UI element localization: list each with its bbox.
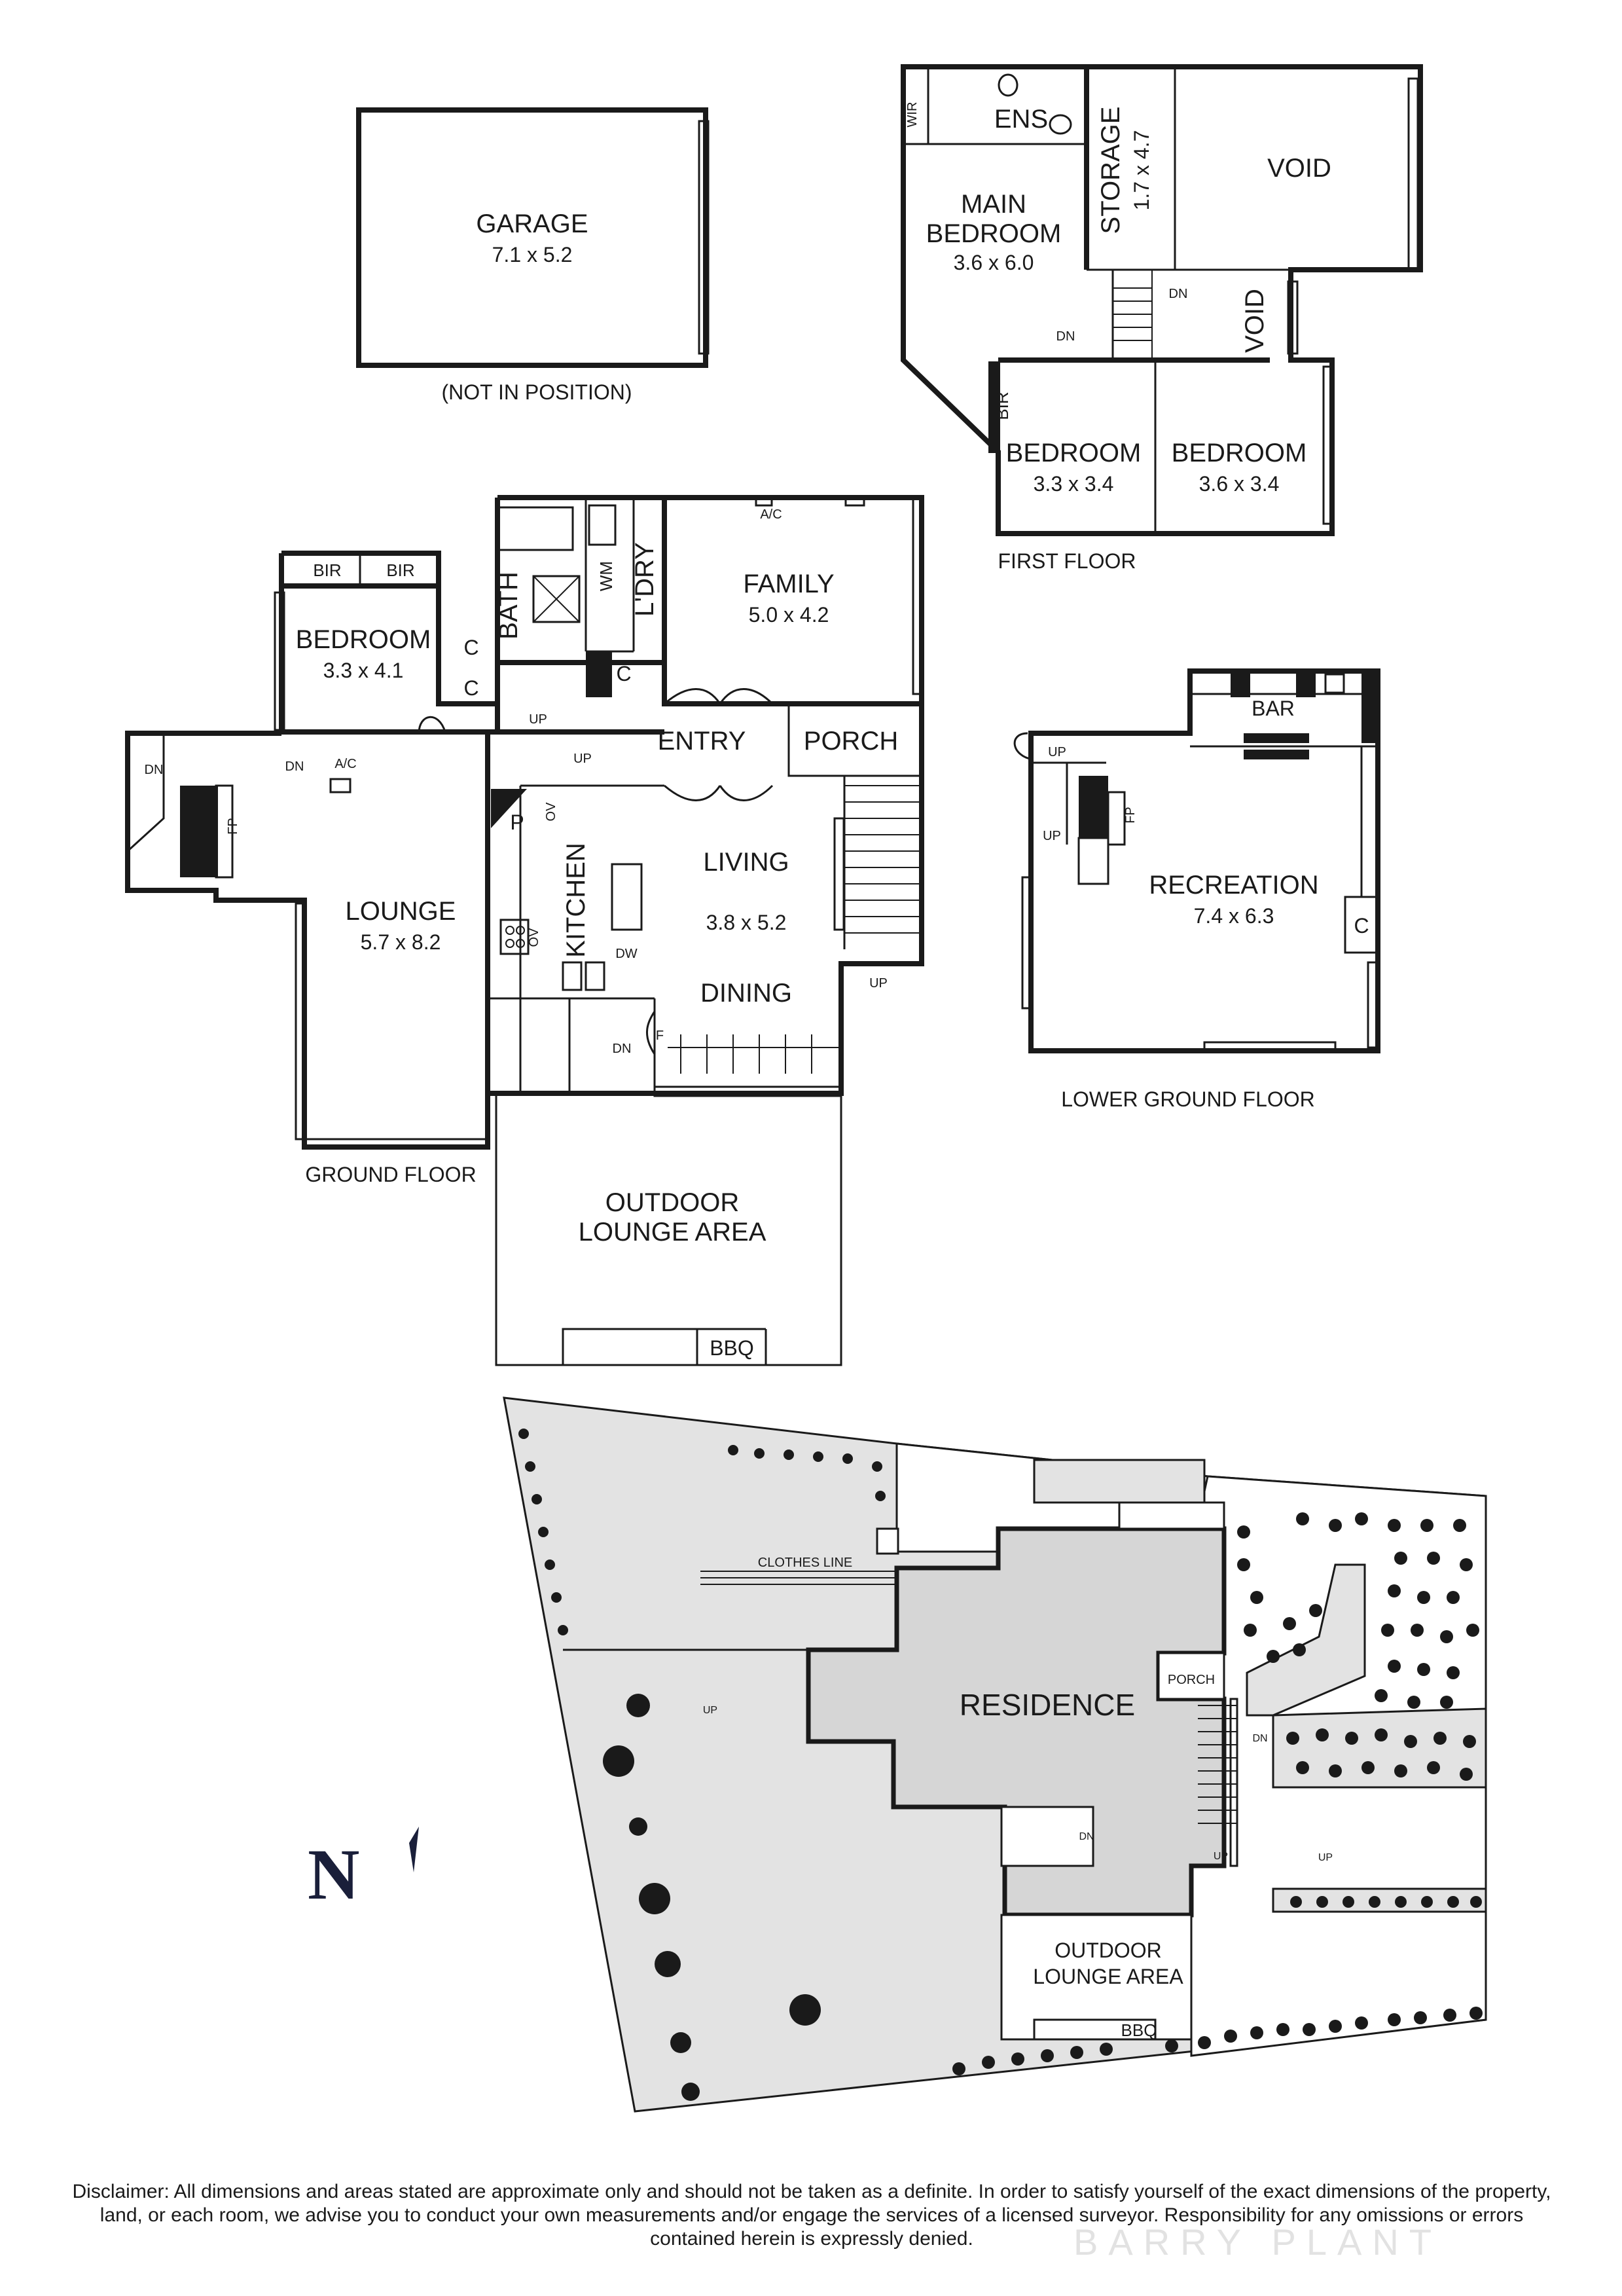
- gf-c-2-label: C: [463, 676, 478, 700]
- site-trees: [518, 1429, 1483, 2101]
- gf-title: GROUND FLOOR: [305, 1163, 476, 1186]
- disclaimer-text: Disclaimer: All dimensions and areas sta…: [72, 2181, 1551, 2250]
- gf-ac-2-label: A/C: [760, 507, 782, 522]
- ff-main-bedroom-label: MAIN: [961, 190, 1026, 219]
- gf-bir-1-label: BIR: [313, 560, 341, 580]
- ff-bedroom-a-size: 3.3 x 3.4: [1034, 472, 1114, 496]
- gf-bedroom-label: BEDROOM: [296, 625, 431, 654]
- compass-label: N: [308, 1834, 360, 1914]
- lgf-fp-label: FP: [1123, 807, 1138, 824]
- ff-title: FIRST FLOOR: [998, 549, 1136, 573]
- ff-storage-size: 1.7 x 4.7: [1130, 130, 1153, 211]
- site-porch-label: PORCH: [1168, 1673, 1215, 1687]
- gf-bath-label: BATH: [494, 572, 523, 640]
- gf-dn-1-label: DN: [145, 763, 164, 777]
- gf-entry-label: ENTRY: [658, 727, 746, 756]
- gf-f-label: F: [656, 1029, 664, 1043]
- gf-wm-label: WM: [596, 561, 616, 591]
- gf-living-label: LIVING: [703, 848, 789, 877]
- gf-dn-2-label: DN: [285, 759, 304, 774]
- site-residence-label: RESIDENCE: [960, 1688, 1135, 1722]
- gf-up-2-label: UP: [573, 752, 592, 766]
- lgf-c-label: C: [1354, 914, 1369, 938]
- gf-p-label: P: [510, 811, 524, 834]
- gf-dw-label: DW: [615, 947, 637, 961]
- gf-lounge-size: 5.7 x 8.2: [361, 930, 441, 954]
- gf-ldry-label: L'DRY: [630, 542, 659, 617]
- garage-plan: GARAGE 7.1 x 5.2 (NOT IN POSITION): [356, 107, 710, 404]
- ff-main-bedroom-label-2: BEDROOM: [926, 219, 1062, 248]
- garage-note: (NOT IN POSITION): [442, 380, 632, 404]
- site-up-3-label: UP: [1318, 1852, 1333, 1863]
- gf-up-1-label: UP: [529, 712, 547, 727]
- gf-family-label: FAMILY: [743, 570, 834, 598]
- ff-dn-2-label: DN: [1056, 329, 1075, 344]
- site-dn-2-label: DN: [1079, 1831, 1094, 1842]
- watermark: BARRY PLANT: [1073, 2221, 1442, 2263]
- gf-ov-1-label: OV: [544, 802, 558, 822]
- gf-porch-label: PORCH: [804, 727, 898, 756]
- gf-kitchen-label: KITCHEN: [562, 843, 590, 958]
- ff-void-2-label: VOID: [1240, 289, 1269, 353]
- ff-storage-label: STORAGE: [1096, 107, 1125, 234]
- gf-bir-2-label: BIR: [386, 560, 414, 580]
- lower-ground-floor-plan: BAR UP UP FP RECREATION 7.4 x 6.3 C LOWE…: [1013, 668, 1380, 1111]
- gf-up-3-label: UP: [869, 976, 888, 991]
- ff-bir-label: BIR: [992, 392, 1012, 420]
- gf-c-3-label: C: [616, 662, 631, 685]
- first-floor-plan: WIR ENS STORAGE 1.7 x 4.7 VOID VOID MAIN…: [901, 64, 1423, 573]
- gf-fp-label: FP: [226, 818, 240, 835]
- garage-size: 7.1 x 5.2: [492, 243, 573, 266]
- north-arrow-icon: [409, 1827, 419, 1872]
- site-dn-1-label: DN: [1252, 1733, 1267, 1744]
- site-outdoor-label-2: LOUNGE AREA: [1033, 1965, 1183, 1988]
- lgf-title: LOWER GROUND FLOOR: [1061, 1087, 1315, 1111]
- gf-ov-2-label: OV: [527, 928, 541, 947]
- site-up-1-label: UP: [703, 1705, 717, 1716]
- lgf-up-2-label: UP: [1043, 829, 1061, 843]
- ff-main-bedroom-size: 3.6 x 6.0: [954, 251, 1034, 274]
- lgf-bar-label: BAR: [1252, 697, 1295, 720]
- ground-floor-plan: BIR BIR BEDROOM 3.3 x 4.1 BATH WM L'DRY …: [125, 495, 924, 1366]
- lgf-recreation-label: RECREATION: [1149, 871, 1318, 900]
- site-bbq-label: BBQ: [1121, 2020, 1157, 2040]
- site-clothes-line-label: CLOTHES LINE: [758, 1556, 852, 1570]
- gf-dn-3-label: DN: [613, 1042, 632, 1056]
- site-outdoor-label: OUTDOOR: [1054, 1939, 1162, 1962]
- gf-ac-1-label: A/C: [334, 757, 356, 771]
- lgf-up-1-label: UP: [1048, 745, 1066, 759]
- gf-lounge-label: LOUNGE: [346, 897, 456, 926]
- ff-dn-1-label: DN: [1169, 287, 1188, 301]
- lgf-recreation-size: 7.4 x 6.3: [1194, 904, 1274, 928]
- ff-wir-label: WIR: [905, 102, 920, 128]
- ff-ens-label: ENS: [994, 105, 1048, 134]
- gf-bedroom-size: 3.3 x 4.1: [323, 659, 404, 682]
- gf-living-size: 3.8 x 5.2: [706, 911, 787, 934]
- site-up-2-label: UP: [1214, 1851, 1228, 1862]
- ff-bedroom-b-label: BEDROOM: [1172, 439, 1307, 467]
- site-plan: CLOTHES LINE RESIDENCE PORCH UP UP UP DN…: [409, 1396, 1487, 2113]
- garage-label: GARAGE: [476, 210, 588, 238]
- ff-bedroom-a-label: BEDROOM: [1006, 439, 1142, 467]
- gf-outdoor-label-2: LOUNGE AREA: [579, 1218, 766, 1247]
- ff-void-1-label: VOID: [1267, 154, 1331, 183]
- gf-c-1-label: C: [463, 636, 478, 659]
- gf-outdoor-label: OUTDOOR: [605, 1188, 739, 1217]
- gf-bbq-label: BBQ: [710, 1336, 754, 1360]
- gf-dining-label: DINING: [700, 979, 792, 1008]
- ff-bedroom-b-size: 3.6 x 3.4: [1199, 472, 1280, 496]
- gf-family-size: 5.0 x 4.2: [749, 603, 829, 627]
